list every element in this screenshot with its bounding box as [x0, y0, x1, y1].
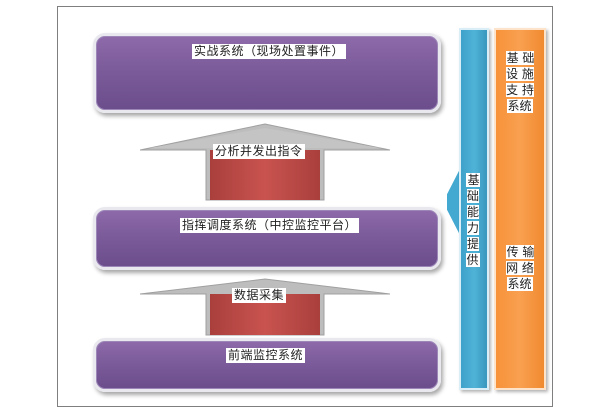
- infrastructure-support-label: 基 础 设 施 支 持 系统: [505, 51, 535, 113]
- front-end-monitoring-system-label: 前端监控系统: [226, 348, 306, 363]
- basic-capability-label: 基 础 能 力 提 供: [466, 173, 480, 267]
- upper-arrow: [140, 123, 390, 201]
- transmission-network-label: 传 输 网 络 系统: [505, 245, 535, 291]
- front-end-monitoring-system-box: [93, 338, 441, 392]
- command-dispatch-system-box: [93, 207, 441, 270]
- lower-arrow-label: 数据采集: [232, 288, 287, 303]
- upper-arrow-label: 分析并发出指令: [213, 144, 305, 159]
- actual-combat-system-label: 实战系统（现场处置事件）: [192, 44, 347, 59]
- lower-arrow: [140, 278, 390, 336]
- command-dispatch-system-label: 指挥调度系统（中控监控平台）: [180, 218, 360, 233]
